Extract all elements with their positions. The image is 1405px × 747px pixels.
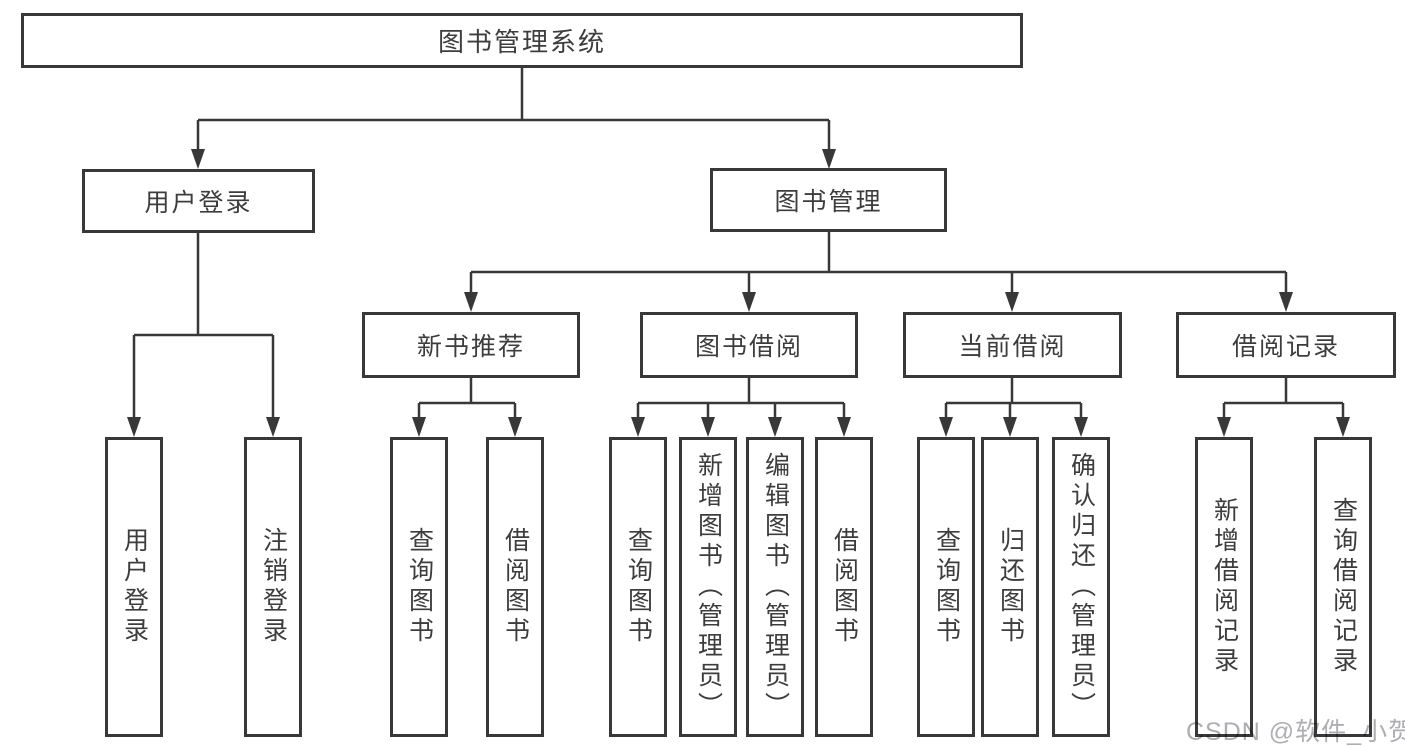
- arrowheads: [127, 149, 1350, 437]
- node-label: 查询图书: [624, 527, 653, 647]
- leaf-query-books-current: 查询图书: [917, 437, 975, 737]
- node-library-system: 图书管理系统: [21, 13, 1023, 68]
- leaf-add-book-admin: 新增图书（管理员）: [679, 437, 737, 737]
- leaf-edit-book-admin: 编辑图书（管理员）: [746, 437, 804, 737]
- leaf-query-books-recommend: 查询图书: [390, 437, 448, 737]
- connector-paths: [132, 68, 1345, 420]
- node-borrowing-records: 借阅记录: [1176, 312, 1396, 378]
- node-book-management-branch: 图书管理: [710, 168, 947, 232]
- node-label: 用户登录: [120, 527, 149, 647]
- node-label: 编辑图书（管理员）: [761, 452, 790, 722]
- leaf-borrow-books: 借阅图书: [815, 437, 873, 737]
- node-label: 新增借阅记录: [1210, 497, 1239, 677]
- leaf-user-login: 用户登录: [105, 437, 163, 737]
- watermark: CSDN @软件_小贺同学: [1186, 718, 1405, 746]
- node-label: 图书借阅: [694, 333, 803, 361]
- node-label: 用户登录: [144, 189, 253, 217]
- node-label: 归还图书: [996, 527, 1025, 647]
- node-label: 借阅图书: [830, 527, 859, 647]
- node-label: 查询借阅记录: [1329, 497, 1358, 677]
- node-label: 新增图书（管理员）: [694, 452, 723, 722]
- leaf-query-borrow-record: 查询借阅记录: [1314, 437, 1372, 737]
- node-label: 新书推荐: [416, 333, 525, 361]
- node-new-book-recommendation: 新书推荐: [362, 312, 580, 378]
- node-label: 查询图书: [932, 527, 961, 647]
- leaf-logout: 注销登录: [244, 437, 302, 737]
- node-current-borrowing: 当前借阅: [903, 312, 1122, 378]
- node-label: 借阅记录: [1231, 333, 1340, 361]
- node-book-borrowing: 图书借阅: [640, 312, 858, 378]
- leaf-query-books-borrow: 查询图书: [609, 437, 667, 737]
- leaf-borrow-books-recommend: 借阅图书: [486, 437, 544, 737]
- node-label: 借阅图书: [501, 527, 530, 647]
- node-label: 当前借阅: [958, 333, 1067, 361]
- leaf-add-borrow-record: 新增借阅记录: [1195, 437, 1253, 737]
- node-label: 确认归还（管理员）: [1067, 452, 1096, 722]
- node-label: 图书管理系统: [437, 27, 606, 57]
- leaf-confirm-return-admin: 确认归还（管理员）: [1052, 437, 1110, 737]
- node-label: 注销登录: [259, 527, 288, 647]
- node-label: 图书管理: [774, 188, 883, 216]
- leaf-return-book: 归还图书: [981, 437, 1039, 737]
- node-label: 查询图书: [405, 527, 434, 647]
- node-user-login-branch: 用户登录: [82, 169, 315, 233]
